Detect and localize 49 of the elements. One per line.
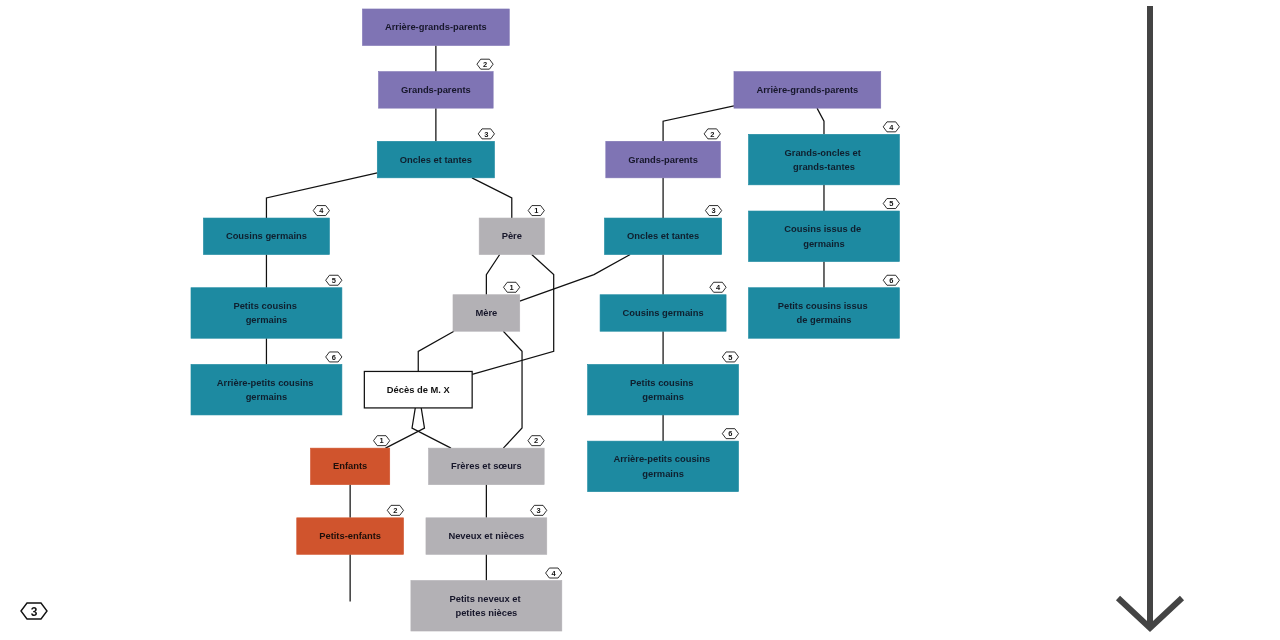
node-box: Cousins issus de germains xyxy=(748,210,900,262)
node-box: Oncles et tantes xyxy=(376,141,495,179)
node-box: Petits neveux et petites nièces xyxy=(410,580,562,632)
node-box: Enfants xyxy=(310,447,390,485)
connector xyxy=(384,407,425,449)
node-box: Petits cousins issus de germains xyxy=(748,287,900,339)
node-box: Neveux et nièces xyxy=(425,517,547,555)
connector xyxy=(485,553,487,582)
node-box: Arrière-grands-parents xyxy=(361,8,510,46)
node-box: Petits cousins germains xyxy=(190,287,342,339)
connector xyxy=(823,260,825,289)
connector xyxy=(518,253,631,302)
connector xyxy=(417,330,455,373)
node-box: Frères et sœurs xyxy=(428,447,545,485)
connector xyxy=(435,107,437,142)
node-box: Grands-parents xyxy=(378,71,494,109)
connector xyxy=(662,330,664,366)
connector xyxy=(435,44,437,73)
connector xyxy=(471,253,555,376)
connector xyxy=(662,177,664,219)
node-box: Arrière-grands-parents xyxy=(733,71,881,109)
node-box: Père xyxy=(478,217,545,255)
connector xyxy=(411,407,452,449)
node-box: Grands-oncles et grands-tantes xyxy=(748,134,900,186)
connector xyxy=(349,484,351,519)
connector xyxy=(485,484,487,519)
node-box: Cousins germains xyxy=(599,294,727,332)
connector xyxy=(502,330,523,449)
node-box: Grands-parents xyxy=(605,141,721,179)
connector xyxy=(265,337,267,366)
node-box: Mère xyxy=(452,294,520,332)
node-box: Petits cousins germains xyxy=(587,364,739,416)
node-box: Décès de M. X xyxy=(363,370,473,409)
connector xyxy=(265,172,378,219)
node-box: Arrière-petits cousins germains xyxy=(587,440,739,492)
connector xyxy=(662,105,735,142)
node-box: Arrière-petits cousins germains xyxy=(190,364,342,416)
connector xyxy=(349,553,351,602)
degree-badge: 3 xyxy=(20,602,48,620)
connector xyxy=(816,107,825,135)
connector xyxy=(265,253,267,289)
node-box: Petits-enfants xyxy=(296,517,404,555)
node-box: Oncles et tantes xyxy=(603,217,722,255)
connector xyxy=(662,414,664,442)
node-box: Cousins germains xyxy=(202,217,330,255)
connector xyxy=(662,253,664,296)
connector xyxy=(485,253,501,296)
connector xyxy=(823,184,825,212)
connector xyxy=(471,177,513,219)
